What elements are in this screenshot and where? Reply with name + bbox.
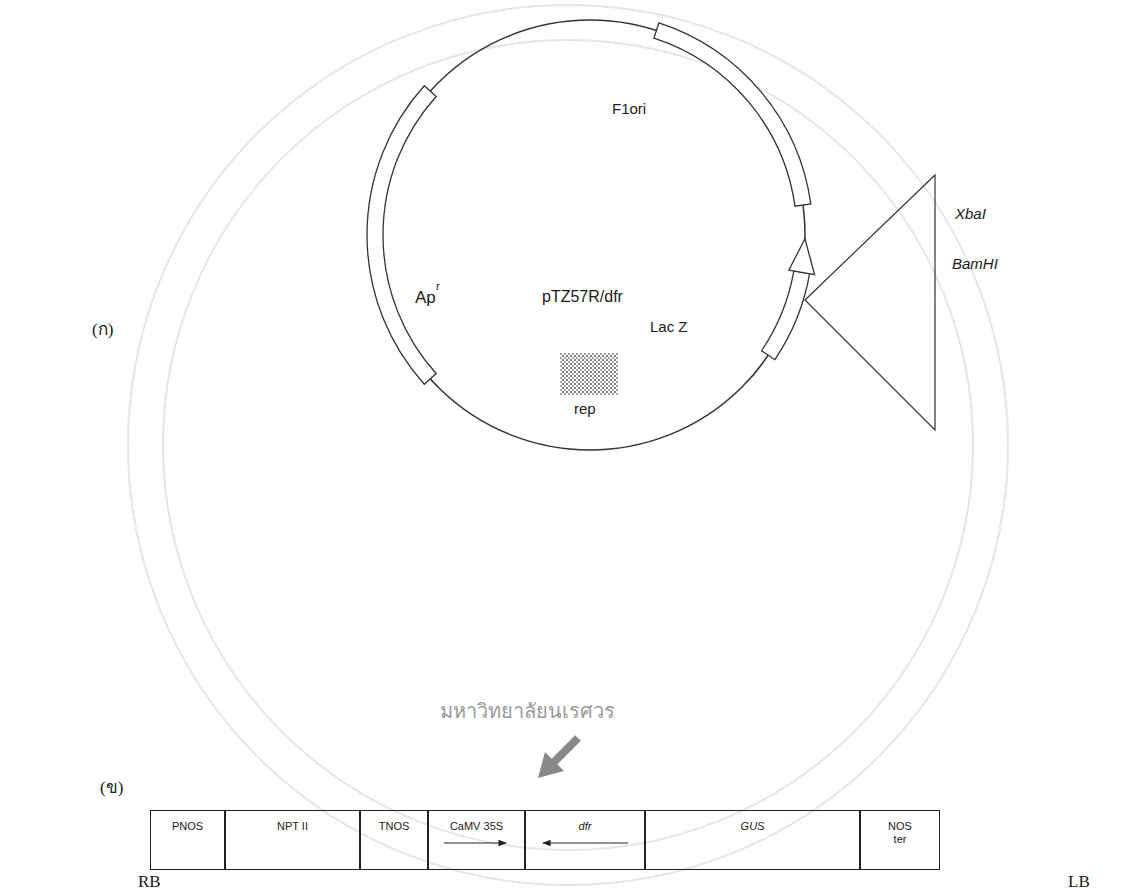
enzyme-site: XbaI: [955, 205, 986, 222]
box-text: PNOS: [151, 820, 224, 833]
watermark: มหาวิทยาลัยนเรศวร: [440, 700, 615, 723]
box-text: TNOS: [361, 820, 427, 833]
cassette-box: PNOS: [150, 810, 225, 870]
cassette-box: GUS: [645, 810, 860, 870]
cassette-box: NOS ter: [860, 810, 940, 870]
box-text: GUS: [646, 820, 859, 833]
plasmid-name: pTZ57R/dfr: [542, 288, 623, 306]
region-label: rep: [574, 400, 596, 417]
f1ori-band: [654, 23, 811, 206]
cassette-box: NPT II: [225, 810, 360, 870]
panel-letter: (ข): [100, 778, 123, 798]
insert-site-triangle: [805, 175, 935, 430]
box-text: CaMV 35S: [429, 820, 524, 833]
gene-label: Ap: [415, 288, 436, 308]
ampicillin-band: [367, 86, 436, 384]
plasmid-map: [367, 20, 815, 450]
lacz-arrowhead: [789, 239, 815, 275]
superscript: r: [436, 280, 440, 293]
border-label: RB: [138, 872, 161, 892]
cassette-box: CaMV 35S: [428, 810, 525, 870]
transfer-arrow-head: [538, 752, 564, 778]
gene-label: Lac Z: [650, 318, 688, 335]
rep-region: [560, 353, 618, 395]
watermark-seal: [128, 5, 1008, 885]
border-label: LB: [1068, 872, 1090, 892]
box-text: dfr: [526, 820, 644, 833]
panel-letter: (ก): [92, 320, 113, 340]
box-text: NPT II: [226, 820, 359, 833]
gene-direction-arrow: [543, 842, 628, 843]
lacz-band: [762, 271, 810, 360]
cassette-box: TNOS: [360, 810, 428, 870]
enzyme-site: BamHI: [952, 255, 998, 272]
transfer-arrow: [552, 738, 578, 764]
origin-label: F1ori: [612, 100, 646, 117]
cassette-box: dfr: [525, 810, 645, 870]
promoter-direction-arrow: [444, 842, 506, 843]
box-text: NOS ter: [885, 820, 915, 846]
